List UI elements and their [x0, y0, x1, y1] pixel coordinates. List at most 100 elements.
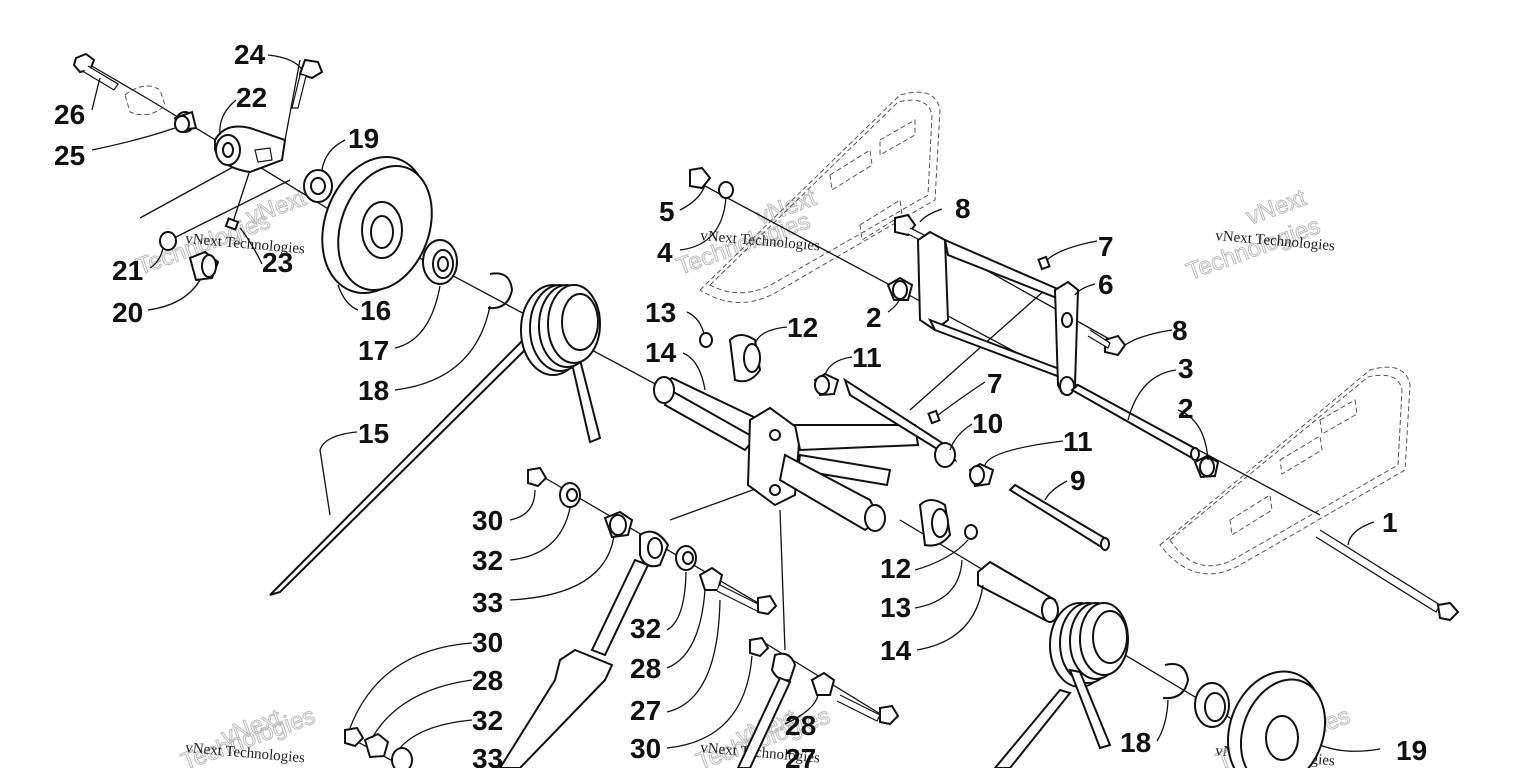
- part-33-spacer-upper: [603, 510, 634, 539]
- callout-30-upper: 30: [472, 505, 503, 536]
- callout-16: 16: [360, 295, 391, 326]
- part-3-shaft: [1070, 383, 1200, 461]
- part-14-tube-lower: [977, 560, 1059, 623]
- callout-11-lower: 11: [1063, 426, 1093, 457]
- part-phantom-washer: [124, 85, 166, 116]
- callout-9: 9: [1070, 465, 1086, 496]
- callout-11-upper: 11: [852, 342, 882, 373]
- part-10-pivot-arm: [746, 377, 958, 532]
- callout-14-upper: 14: [645, 337, 677, 368]
- callout-19-upper: 19: [348, 123, 379, 154]
- part-2-bushing-lower: [1193, 454, 1220, 479]
- callout-28-upper: 28: [630, 653, 661, 684]
- part-24-bolt: [291, 58, 324, 109]
- part-25-spacer: [173, 110, 198, 133]
- callout-6: 6: [1098, 269, 1114, 300]
- callout-12-lower: 12: [880, 553, 911, 584]
- part-32-washer-lower-left: [391, 747, 413, 768]
- part-12-bumper-lower: [918, 499, 952, 547]
- part-1-bolt: [1315, 529, 1460, 622]
- part-32-washer-upper: [559, 482, 581, 508]
- part-32-washer-middle: [675, 545, 697, 571]
- callout-30-lower: 30: [630, 733, 661, 764]
- callout-15: 15: [358, 418, 389, 449]
- callout-27-upper: 27: [630, 695, 661, 726]
- part-11-bushing-upper: [813, 372, 840, 397]
- part-16-idler-wheel: [321, 156, 433, 294]
- part-5-nut: [689, 166, 712, 190]
- callout-5: 5: [659, 196, 675, 227]
- part-28-spacer-lower-left: [363, 732, 390, 759]
- watermarks: Technologies vNext vNext Technologies Te…: [132, 184, 1354, 768]
- callout-33-upper: 33: [472, 587, 503, 618]
- callout-7-lower: 7: [987, 368, 1003, 399]
- callout-27-lower: 27: [785, 743, 816, 768]
- part-6-bracket: [916, 230, 1080, 396]
- part-7-grease-fitting-lower: [927, 409, 941, 425]
- part-30-nut-upper: [527, 466, 548, 488]
- callout-13-lower: 13: [880, 592, 911, 623]
- part-15-torsion-spring-lower: [993, 602, 1129, 768]
- part-27-bolt-lower: [836, 694, 900, 726]
- callout-32-left: 32: [472, 705, 503, 736]
- part-14-tube-upper: [653, 376, 762, 452]
- callout-13-upper: 13: [645, 297, 676, 328]
- part-19-washer: [303, 169, 333, 203]
- part-16-idler-wheel-lower: [1226, 670, 1327, 768]
- callout-25: 25: [54, 140, 85, 171]
- callout-26: 26: [54, 99, 85, 130]
- part-shock-absorber: [498, 530, 670, 768]
- part-20-bushing: [188, 250, 220, 282]
- part-link-arm: [736, 652, 797, 768]
- part-13-ring-lower: [964, 524, 978, 540]
- part-30-nut-lower-middle: [749, 636, 770, 658]
- callout-32-upper: 32: [472, 545, 503, 576]
- part-7-grease-fitting-upper: [1037, 255, 1051, 271]
- part-27-bolt-middle: [716, 584, 778, 616]
- rail-phantom-upper: [699, 91, 941, 303]
- part-18-snap-ring: [487, 272, 514, 310]
- callout-2-lower: 2: [1178, 393, 1194, 424]
- callout-3: 3: [1178, 353, 1194, 384]
- part-28-spacer-lower-middle: [810, 671, 836, 696]
- part-8-bolt-lower: [1087, 329, 1127, 357]
- part-11-bushing-lower: [968, 462, 995, 488]
- callout-28-left: 28: [472, 665, 503, 696]
- part-17-bearing: [422, 239, 458, 285]
- callout-18-lower: 18: [1120, 727, 1151, 758]
- callout-labels: 1 2 2 3 4 5 6 7 7 8 8 9 10 11 11 12 12 1…: [54, 39, 1427, 768]
- callout-23: 23: [262, 247, 293, 278]
- part-2-bushing-upper: [886, 276, 914, 301]
- part-9-shaft: [1008, 483, 1110, 551]
- callout-14-lower: 14: [880, 635, 912, 666]
- part-13-ring-upper: [699, 332, 713, 348]
- callout-8-upper: 8: [955, 193, 971, 224]
- part-12-bumper-upper: [728, 334, 762, 383]
- callout-12-upper: 12: [787, 312, 818, 343]
- callout-32-middle: 32: [630, 613, 661, 644]
- part-18-snap-ring-lower: [1162, 663, 1190, 700]
- rail-phantom-lower: [1159, 366, 1411, 575]
- part-30-nut-lower-left: [344, 726, 365, 748]
- callout-20: 20: [112, 297, 143, 328]
- callout-7-upper: 7: [1098, 231, 1114, 262]
- callout-28-lower: 28: [785, 710, 816, 741]
- part-21-ring: [159, 231, 177, 251]
- part-28-spacer-middle: [698, 566, 724, 591]
- callout-30-left: 30: [472, 627, 503, 658]
- callout-19-lower: 19: [1396, 735, 1427, 766]
- callout-2-upper: 2: [866, 302, 882, 333]
- part-23-setscrew: [224, 217, 240, 231]
- callout-1: 1: [1382, 507, 1398, 538]
- part-17-bearing-lower: [1194, 682, 1230, 728]
- part-15-torsion-spring: [269, 284, 602, 596]
- callout-8-lower: 8: [1172, 315, 1188, 346]
- callout-10: 10: [972, 408, 1003, 439]
- leader-lines: [91, 54, 1381, 752]
- part-4-washer: [718, 181, 734, 199]
- part-26-bolt: [72, 52, 119, 91]
- callout-4: 4: [657, 237, 673, 268]
- callout-22: 22: [236, 82, 267, 113]
- callout-21: 21: [112, 255, 143, 286]
